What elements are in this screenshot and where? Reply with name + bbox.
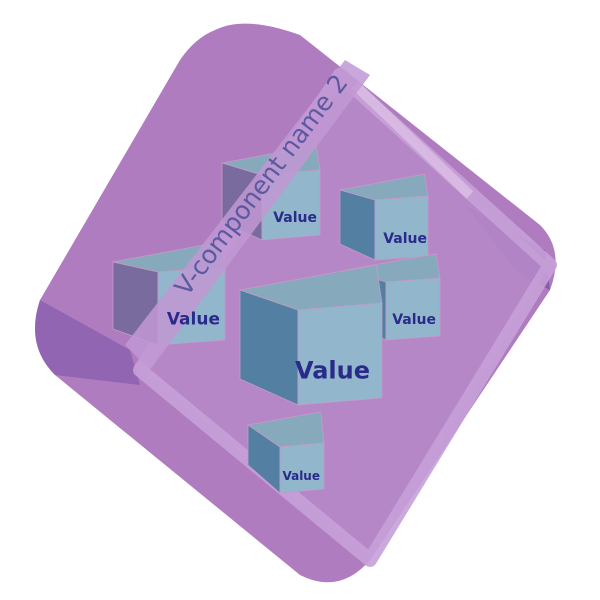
- cube-value-label: Value: [295, 356, 370, 384]
- axis-band: [125, 60, 370, 370]
- rim-highlight: [351, 81, 474, 199]
- cube-value-label: Value: [167, 310, 220, 330]
- cube-value-label: Value: [273, 210, 317, 226]
- cube-value-label: Value: [383, 231, 427, 247]
- box-left-edge: [35, 300, 140, 385]
- cube-front-face: [374, 195, 429, 261]
- cube-front-face: [297, 302, 383, 406]
- cube-front-face: [279, 442, 325, 494]
- cube-front-face: [385, 277, 441, 341]
- cube-value-label: Value: [282, 469, 320, 483]
- cube-value-label: Value: [392, 312, 436, 328]
